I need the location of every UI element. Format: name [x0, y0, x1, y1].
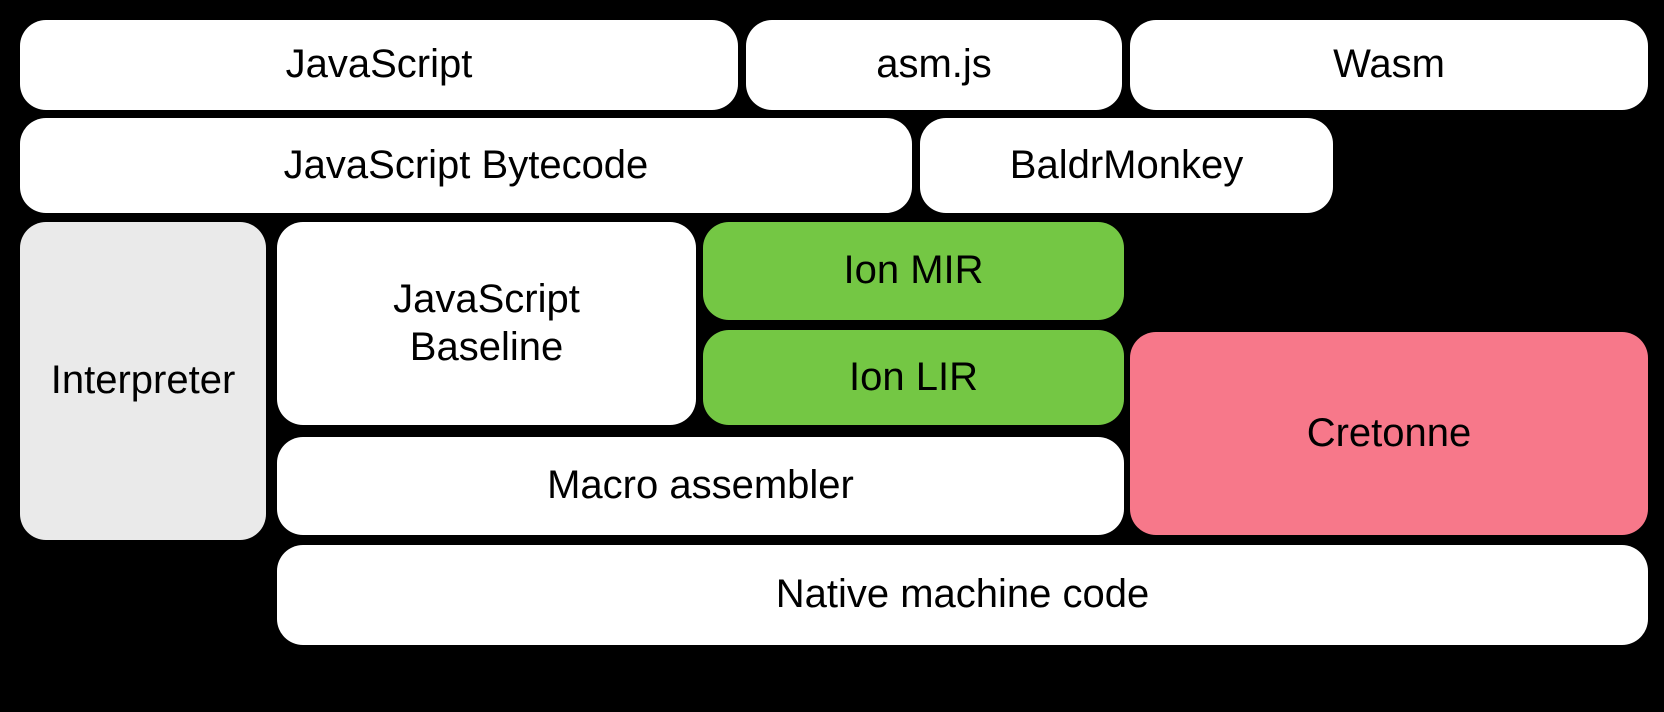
- node-label-baldrmonkey: BaldrMonkey: [1009, 142, 1244, 187]
- node-label-js-bytecode: JavaScript Bytecode: [283, 142, 649, 187]
- node-label-ion-lir: Ion LIR: [849, 354, 978, 399]
- node-js-bytecode: JavaScript Bytecode: [20, 118, 912, 213]
- node-js-baseline: JavaScript Baseline: [277, 222, 696, 425]
- node-label-javascript: JavaScript: [285, 42, 473, 87]
- node-label-macro-assembler: Macro assembler: [547, 463, 854, 508]
- node-wasm: Wasm: [1130, 20, 1648, 110]
- node-native-machine-code: Native machine code: [277, 545, 1648, 645]
- node-ion-lir: Ion LIR: [703, 330, 1124, 425]
- node-label-ion-mir: Ion MIR: [843, 248, 984, 293]
- node-label-wasm: Wasm: [1333, 42, 1445, 87]
- node-label-native-machine-code: Native machine code: [775, 572, 1150, 617]
- node-interpreter: Interpreter: [20, 222, 266, 540]
- node-cretonne: Cretonne: [1130, 332, 1648, 535]
- node-baldrmonkey: BaldrMonkey: [920, 118, 1333, 213]
- node-label-js-baseline: JavaScript Baseline: [393, 277, 580, 369]
- node-macro-assembler: Macro assembler: [277, 437, 1124, 535]
- node-label-interpreter: Interpreter: [50, 358, 236, 403]
- node-javascript: JavaScript: [20, 20, 738, 110]
- node-label-cretonne: Cretonne: [1306, 410, 1472, 455]
- node-label-asmjs: asm.js: [876, 42, 992, 87]
- node-asmjs: asm.js: [746, 20, 1122, 110]
- node-ion-mir: Ion MIR: [703, 222, 1124, 320]
